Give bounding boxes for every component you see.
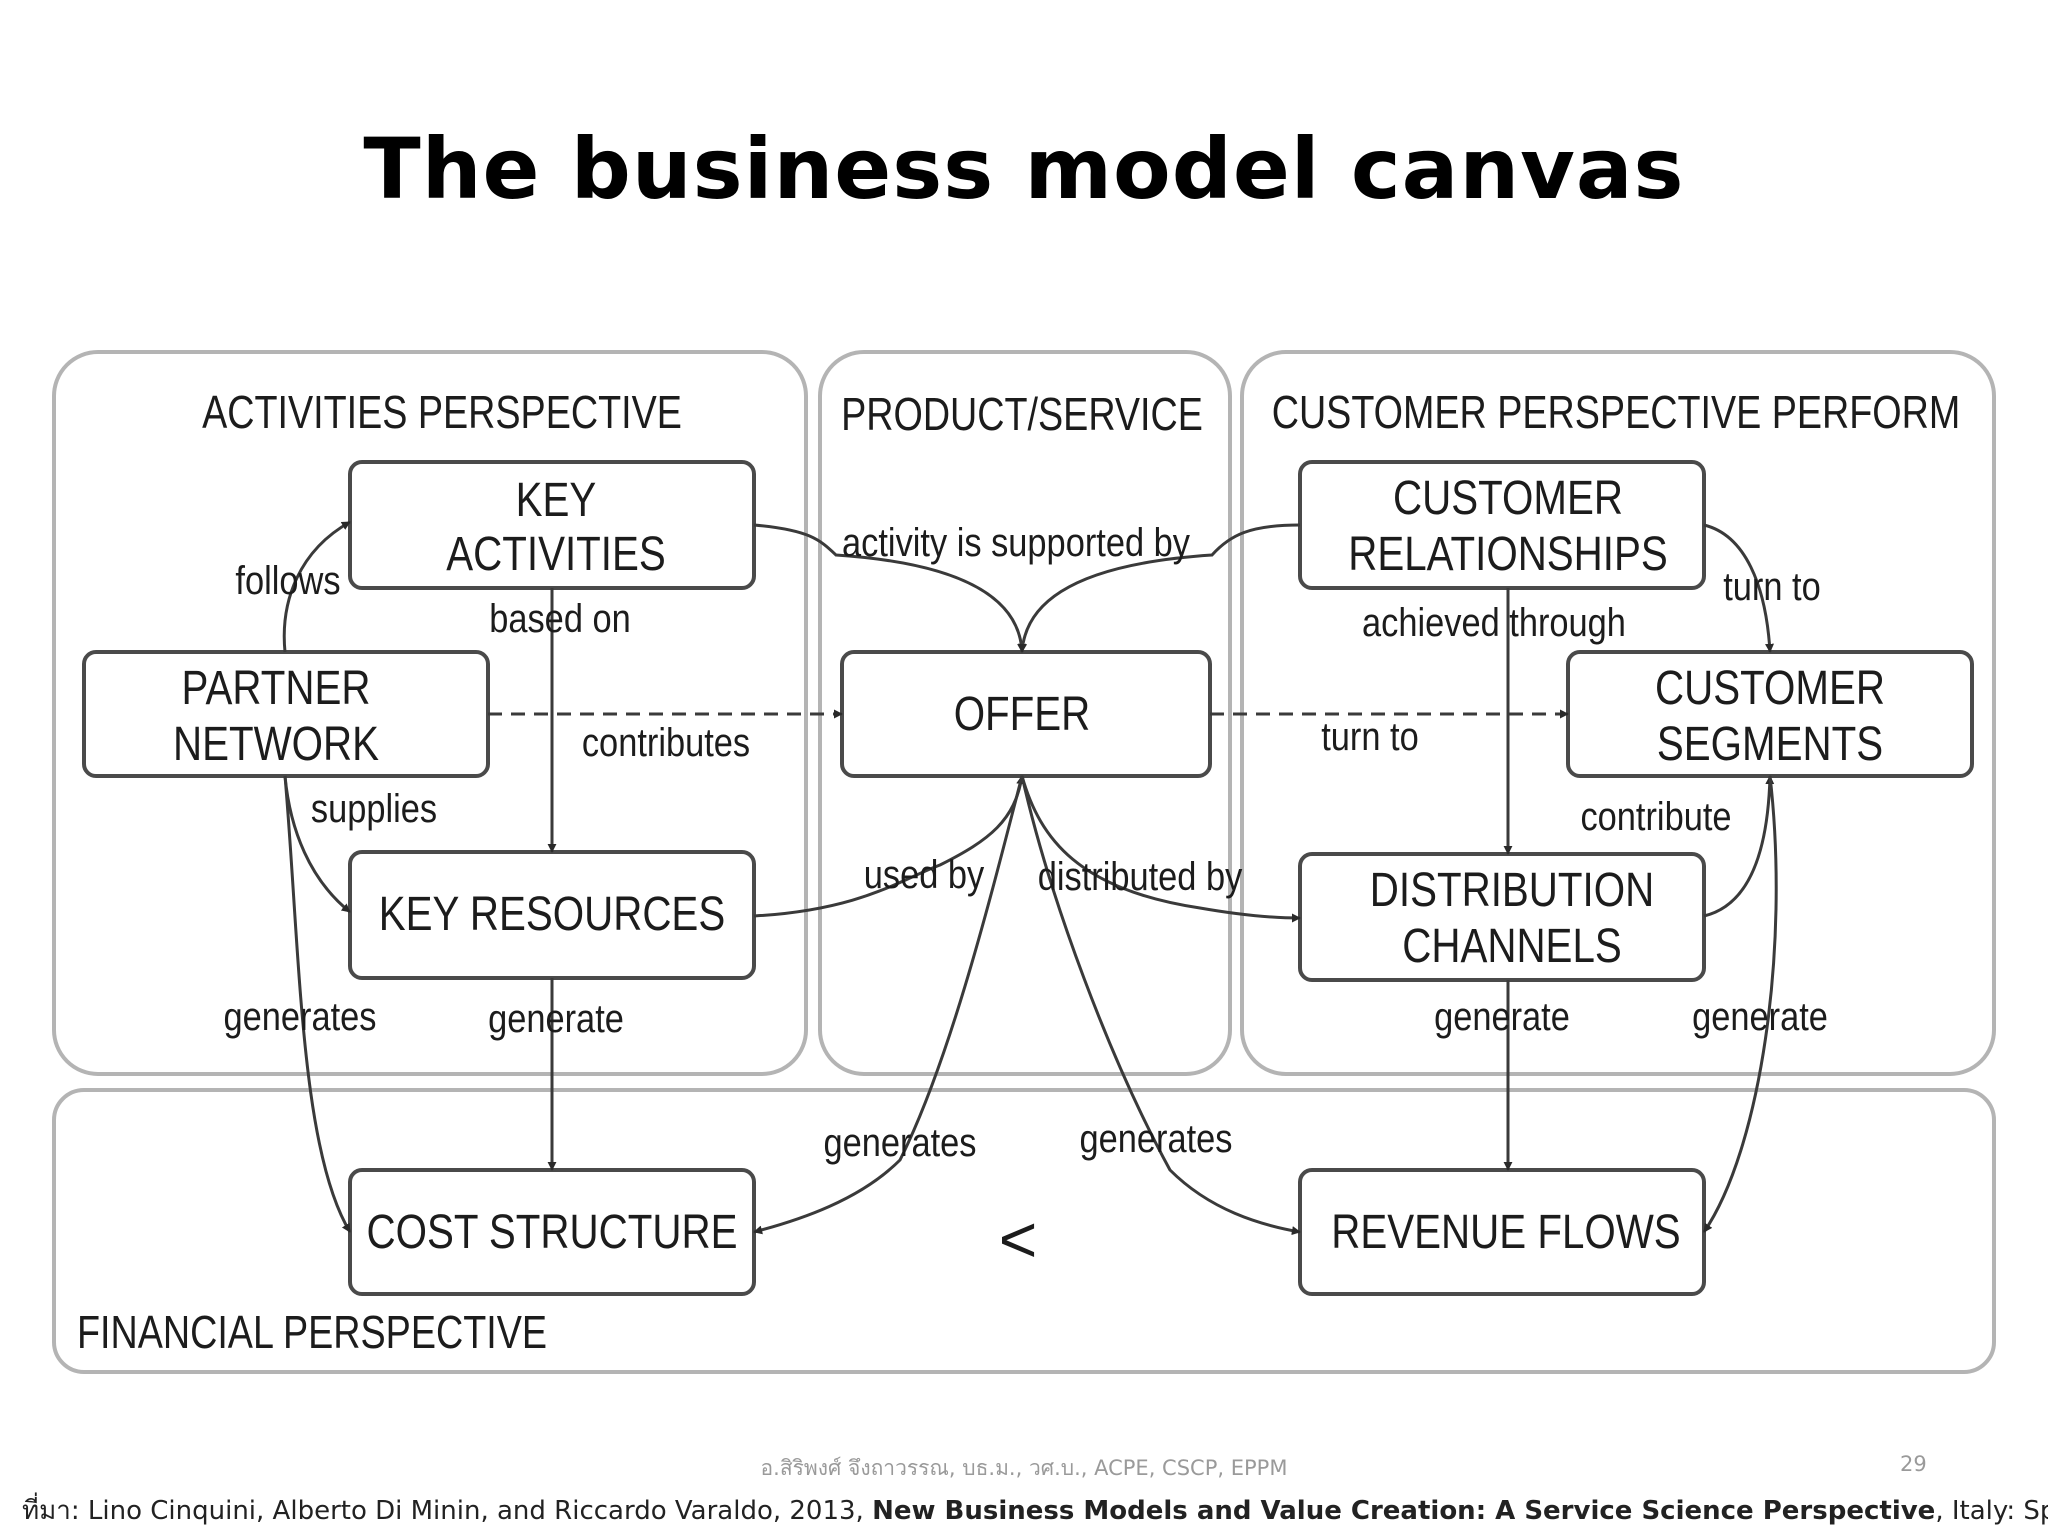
turn-to-offer-label: turn to bbox=[1321, 714, 1419, 759]
customer-relationships-box: CUSTOMER RELATIONSHIPS bbox=[1298, 460, 1706, 590]
distributed-by-label: distributed by bbox=[1038, 854, 1243, 899]
financial-perspective-label: FINANCIAL PERSPECTIVE bbox=[77, 1306, 547, 1357]
follows-arrow bbox=[282, 520, 351, 653]
source-suffix: , Italy: Springer. bbox=[1935, 1496, 2048, 1526]
customer-segments-label-line1: CUSTOMER bbox=[1655, 662, 1885, 715]
generates-revenue-arrow bbox=[1020, 775, 1301, 1236]
page-number: 29 bbox=[1900, 1452, 1927, 1476]
contributes-label: contributes bbox=[582, 720, 750, 765]
less-than-symbol: < bbox=[999, 1202, 1038, 1276]
revenue-flows-label: REVENUE FLOWS bbox=[1331, 1206, 1680, 1259]
turn-to-relationships-label: turn to bbox=[1723, 564, 1821, 609]
segments-generate-arrow bbox=[1702, 775, 1778, 1233]
activities-perspective-region bbox=[52, 350, 808, 1076]
distributed-by-arrow bbox=[1020, 775, 1301, 923]
segments-generate-label: generate bbox=[1692, 994, 1828, 1039]
distribution-channels-label-line1: DISTRIBUTION bbox=[1370, 864, 1654, 917]
partner-generates-arrow bbox=[283, 775, 352, 1233]
cost-structure-label: COST STRUCTURE bbox=[367, 1206, 738, 1259]
offer-box: OFFER bbox=[840, 650, 1212, 778]
follows-label: follows bbox=[235, 558, 340, 603]
contribute-arrow bbox=[1703, 775, 1775, 918]
partner-network-box: PARTNER NETWORK bbox=[82, 650, 490, 778]
customer-perspective-label: CUSTOMER PERSPECTIVE PERFORM bbox=[1272, 386, 1961, 437]
generates-revenue-label: generates bbox=[1080, 1116, 1233, 1161]
resources-generate-label: generate bbox=[488, 996, 624, 1041]
customer-relationships-label-line2: RELATIONSHIPS bbox=[1348, 528, 1668, 581]
offer-label: OFFER bbox=[954, 688, 1091, 741]
activity-supported-right-arrow bbox=[1018, 523, 1301, 653]
activities-perspective-label: ACTIVITIES PERSPECTIVE bbox=[202, 386, 682, 437]
based-on-label: based on bbox=[489, 596, 631, 641]
cost-structure-box: COST STRUCTURE bbox=[348, 1168, 756, 1296]
key-activities-label-line2: ACTIVITIES bbox=[446, 528, 665, 581]
customer-segments-box: CUSTOMER SEGMENTS bbox=[1566, 650, 1974, 778]
channels-generate-label: generate bbox=[1434, 994, 1570, 1039]
source-prefix: ที่มา: Lino Cinquini, Alberto Di Minin, … bbox=[22, 1496, 873, 1526]
distribution-channels-box: DISTRIBUTION CHANNELS bbox=[1298, 852, 1706, 982]
activity-supported-left-arrow bbox=[753, 523, 1027, 653]
key-activities-label-line1: KEY bbox=[516, 474, 597, 527]
customer-segments-label-line2: SEGMENTS bbox=[1657, 718, 1883, 771]
achieved-through-label: achieved through bbox=[1362, 600, 1626, 645]
key-activities-box: KEY ACTIVITIES bbox=[348, 460, 756, 590]
contribute-label: contribute bbox=[1580, 794, 1731, 839]
slide-title: The business model canvas bbox=[363, 120, 1685, 218]
distribution-channels-label-line2: CHANNELS bbox=[1402, 920, 1622, 973]
financial-perspective-region bbox=[52, 1088, 1996, 1374]
partner-network-label-line2: NETWORK bbox=[173, 718, 379, 771]
supplies-label: supplies bbox=[311, 786, 437, 831]
used-by-arrow bbox=[753, 775, 1026, 918]
product-service-label: PRODUCT/SERVICE bbox=[841, 388, 1203, 439]
revenue-flows-box: REVENUE FLOWS bbox=[1298, 1168, 1706, 1296]
partner-network-label-line1: PARTNER bbox=[182, 662, 371, 715]
used-by-label: used by bbox=[864, 852, 985, 897]
turn-to-segments-from-relationships-arrow bbox=[1703, 523, 1775, 653]
key-resources-box: KEY RESOURCES bbox=[348, 850, 756, 980]
customer-relationships-label-line1: CUSTOMER bbox=[1393, 472, 1623, 525]
activity-supported-label: activity is supported by bbox=[842, 520, 1190, 565]
source-title: New Business Models and Value Creation: … bbox=[872, 1496, 1936, 1526]
source-citation: ที่มา: Lino Cinquini, Alberto Di Minin, … bbox=[22, 1490, 2048, 1531]
key-resources-label: KEY RESOURCES bbox=[379, 888, 725, 941]
footer-author: อ.สิริพงศ์ จึงถาวรรณ, บธ.ม., วศ.บ., ACPE… bbox=[760, 1456, 1288, 1480]
generates-cost-label: generates bbox=[824, 1120, 977, 1165]
partner-generates-label: generates bbox=[224, 994, 377, 1039]
generates-cost-arrow bbox=[753, 775, 1024, 1235]
